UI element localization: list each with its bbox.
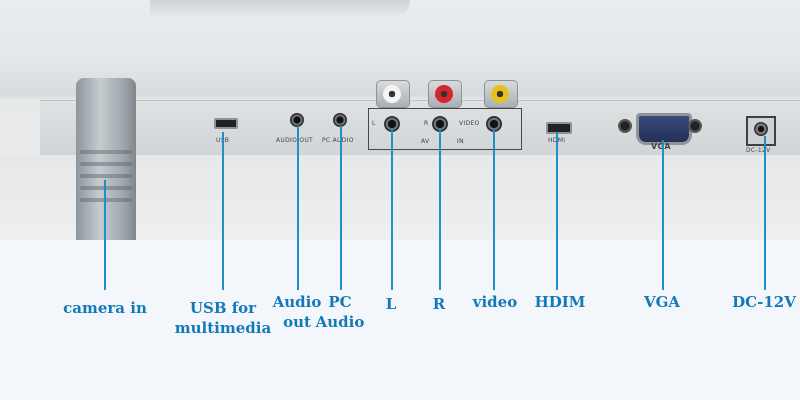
hdmi-callout: HDIM bbox=[534, 293, 586, 311]
r-callout: R bbox=[432, 295, 446, 313]
pc-audio-leader-line bbox=[340, 126, 342, 290]
cable-rib bbox=[80, 186, 132, 190]
audio-out-callout: Audio out bbox=[272, 293, 322, 331]
audio-out-jack bbox=[290, 113, 304, 127]
usb-callout: USB for multimedia bbox=[174, 299, 272, 337]
vga-screw-left bbox=[618, 119, 632, 133]
camera-in-leader-line bbox=[104, 180, 106, 290]
dc-power-jack bbox=[746, 116, 776, 146]
r-leader-line bbox=[439, 130, 441, 290]
camera-cable bbox=[76, 78, 136, 240]
in-group-label: IN bbox=[457, 138, 464, 145]
pc-audio-jack bbox=[333, 113, 347, 127]
device-port-photo: USB AUDIO OUT PC AUDIO L R VIDEO AV IN H… bbox=[0, 0, 800, 240]
l-leader-line bbox=[391, 130, 393, 290]
av-l-port-label: L bbox=[372, 120, 376, 127]
rca-plug-yellow bbox=[484, 80, 518, 108]
vga-callout: VGA bbox=[643, 293, 681, 311]
cable-rib bbox=[80, 198, 132, 202]
usb-port bbox=[214, 118, 238, 129]
vga-screw-right bbox=[688, 119, 702, 133]
av-group-label: AV bbox=[421, 138, 430, 145]
rca-red-ring bbox=[435, 85, 453, 103]
dc-port-label: DC-12V bbox=[746, 147, 771, 154]
audio-out-port-label: AUDIO OUT bbox=[276, 137, 313, 144]
device-top-edge bbox=[150, 0, 410, 18]
video-callout: video bbox=[472, 293, 518, 311]
cable-rib bbox=[80, 174, 132, 178]
av-video-port-label: VIDEO bbox=[459, 120, 480, 127]
av-r-port-label: R bbox=[424, 120, 429, 127]
pc-audio-port-label: PC AUDIO bbox=[322, 137, 354, 144]
cable-rib bbox=[80, 150, 132, 154]
rca-white-ring bbox=[383, 85, 401, 103]
cable-rib bbox=[80, 162, 132, 166]
pc-audio-callout: PC Audio bbox=[315, 293, 365, 331]
hdmi-leader-line bbox=[556, 132, 558, 290]
dc-callout: DC-12V bbox=[732, 293, 796, 311]
av-video-jack bbox=[486, 116, 502, 132]
av-in-group bbox=[368, 108, 522, 150]
video-leader-line bbox=[493, 130, 495, 290]
vga-leader-line bbox=[662, 140, 664, 290]
rca-plug-white bbox=[376, 80, 410, 108]
vga-port bbox=[636, 113, 692, 145]
av-r-jack bbox=[432, 116, 448, 132]
hdmi-port bbox=[546, 122, 572, 134]
vga-port-label: VGA bbox=[651, 142, 671, 151]
audio-out-leader-line bbox=[297, 126, 299, 290]
av-l-jack bbox=[384, 116, 400, 132]
camera-in-callout: camera in bbox=[63, 299, 147, 317]
rca-yellow-ring bbox=[491, 85, 509, 103]
rca-plug-red bbox=[428, 80, 462, 108]
l-callout: L bbox=[385, 295, 397, 313]
usb-leader-line bbox=[222, 132, 224, 290]
dc-leader-line bbox=[764, 136, 766, 290]
